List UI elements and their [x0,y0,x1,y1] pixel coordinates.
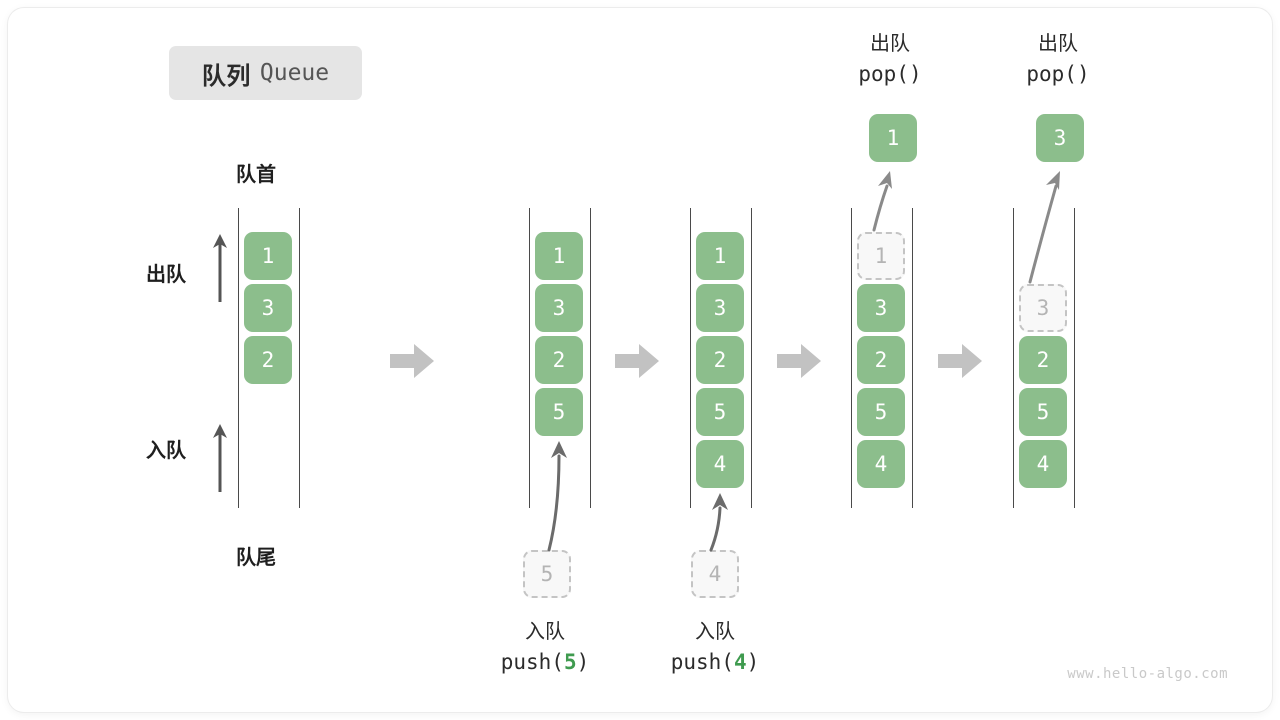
queue-cell: 2 [244,336,292,384]
rail-left-step-5 [1013,208,1014,508]
pop-3-cn: 出队 [1038,33,1078,55]
queue-cell: 4 [1019,440,1067,488]
queue-cell: 5 [535,388,583,436]
queue-cell-ghost: 3 [1019,284,1067,332]
queue-cell: 3 [857,284,905,332]
title-badge: 队列 Queue [169,46,362,100]
queue-tail-label: 队尾 [236,547,276,569]
queue-cell: 3 [696,284,744,332]
push-5-cn: 入队 [525,621,565,643]
pop-arrow [1020,166,1074,289]
push-4-code: push(4) [670,650,760,674]
queue-cell: 4 [857,440,905,488]
pop-3-operation-label: 出队 pop() [968,30,1148,89]
queue-cell: 2 [1019,336,1067,384]
enqueue-direction-label: 入队 [146,440,186,462]
push-4-operation-label: 入队 push(4) [620,618,810,677]
push-5-operation-label: 入队 push(5) [450,618,640,677]
queue-cell: 5 [857,388,905,436]
queue-cell: 1 [244,232,292,280]
rail-right-step-3 [751,208,752,508]
rail-right-step-2 [590,208,591,508]
title-en: Queue [259,60,330,86]
dequeue-direction-arrow [210,232,230,309]
step-transition-arrow [390,341,434,381]
pop-1-operation-label: 出队 pop() [800,30,980,89]
rail-right-step-5 [1074,208,1075,508]
rail-left-step-2 [529,208,530,508]
queue-cell: 1 [535,232,583,280]
rail-left-step-4 [851,208,852,508]
queue-cell: 3 [244,284,292,332]
step-transition-arrow [777,341,821,381]
step-transition-arrow [938,341,982,381]
queue-cell: 4 [696,440,744,488]
popped-cell: 1 [869,114,917,162]
step-transition-arrow [615,341,659,381]
pop-1-code: pop() [858,62,922,86]
push-5-code: push(5) [500,650,590,674]
push-arrow [700,488,736,557]
watermark: www.hello-algo.com [1067,666,1228,682]
queue-head-label: 队首 [236,164,276,186]
rail-left-step-1 [238,208,239,508]
incoming-ghost-cell: 5 [523,550,571,598]
push-4-cn: 入队 [695,621,735,643]
queue-cell: 5 [1019,388,1067,436]
incoming-ghost-cell: 4 [691,550,739,598]
pop-1-cn: 出队 [870,33,910,55]
enqueue-direction-arrow [210,422,230,499]
queue-cell-ghost: 1 [857,232,905,280]
pop-3-code: pop() [1026,62,1090,86]
popped-cell: 3 [1036,114,1084,162]
rail-right-step-4 [912,208,913,508]
queue-cell: 5 [696,388,744,436]
queue-cell: 3 [535,284,583,332]
queue-cell: 2 [857,336,905,384]
push-arrow [538,436,574,557]
rail-right-step-1 [299,208,300,508]
rail-left-step-3 [690,208,691,508]
queue-cell: 2 [696,336,744,384]
title-cn: 队列 [201,62,251,90]
queue-cell: 1 [696,232,744,280]
queue-cell: 2 [535,336,583,384]
pop-arrow [862,166,902,237]
dequeue-direction-label: 出队 [146,264,186,286]
